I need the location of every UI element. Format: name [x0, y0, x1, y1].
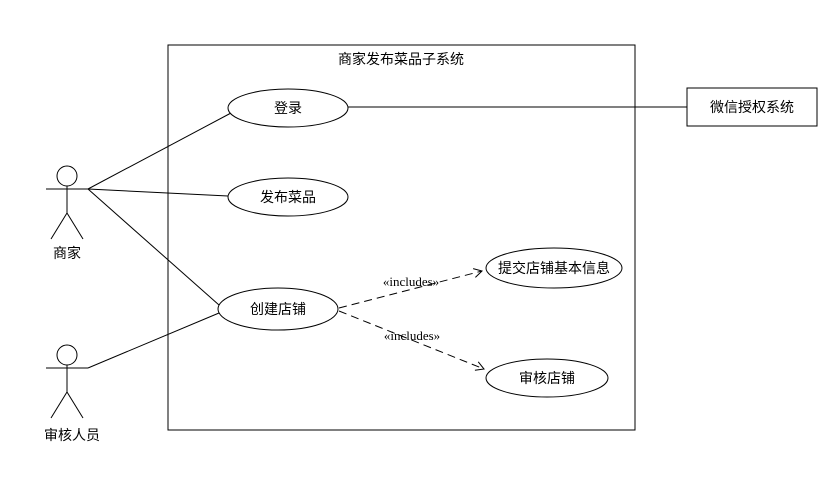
reviewer-stick-figure-icon	[46, 344, 88, 419]
usecase-submit-shop-info-label: 提交店铺基本信息	[498, 260, 610, 277]
association-merchant-publish-dish	[87, 188, 229, 197]
system-boundary-box	[167, 44, 636, 431]
usecase-submit-shop-info-ellipse	[485, 247, 623, 289]
usecase-create-shop-ellipse	[217, 287, 339, 331]
usecase-create-shop-label: 创建店铺	[250, 302, 306, 318]
association-merchant-login	[87, 112, 232, 190]
actor-merchant-label: 商家	[53, 245, 81, 262]
association-reviewer-create-shop	[87, 312, 220, 369]
include-arrow-create-shop-submit-info	[338, 268, 483, 309]
usecase-submit-shop-info: 提交店铺基本信息	[485, 247, 623, 289]
merchant-stick-figure-icon	[46, 165, 88, 240]
external-system-wechat-box	[686, 87, 818, 127]
usecase-login-label: 登录	[274, 101, 302, 117]
usecase-publish-dish-label: 发布菜品	[260, 190, 316, 206]
actor-reviewer-label: 审核人员	[44, 428, 100, 444]
actor-merchant: 商家	[46, 165, 88, 262]
usecase-create-shop: 创建店铺	[217, 287, 339, 331]
external-system-wechat-label: 微信授权系统	[710, 100, 794, 116]
actor-right-leg	[66, 391, 84, 419]
include-label-1: «includes»	[383, 274, 439, 289]
include-label-2: «includes»	[384, 328, 440, 343]
usecase-login: 登录	[227, 88, 349, 128]
actor-reviewer: 审核人员	[44, 344, 100, 444]
external-system-wechat: 微信授权系统	[686, 87, 818, 127]
association-merchant-create-shop	[87, 188, 220, 306]
usecase-review-shop: 审核店铺	[485, 358, 609, 398]
usecase-publish-dish-ellipse	[227, 177, 349, 217]
usecase-review-shop-ellipse	[485, 358, 609, 398]
include-arrow-create-shop-review-shop	[338, 310, 485, 371]
usecase-review-shop-label: 审核店铺	[519, 371, 575, 387]
usecase-login-ellipse	[227, 88, 349, 128]
actor-left-leg	[50, 212, 68, 240]
usecase-publish-dish: 发布菜品	[227, 177, 349, 217]
actor-right-leg	[66, 212, 84, 240]
system-boundary-title: 商家发布菜品子系统	[338, 51, 464, 68]
actor-left-leg	[50, 391, 68, 419]
